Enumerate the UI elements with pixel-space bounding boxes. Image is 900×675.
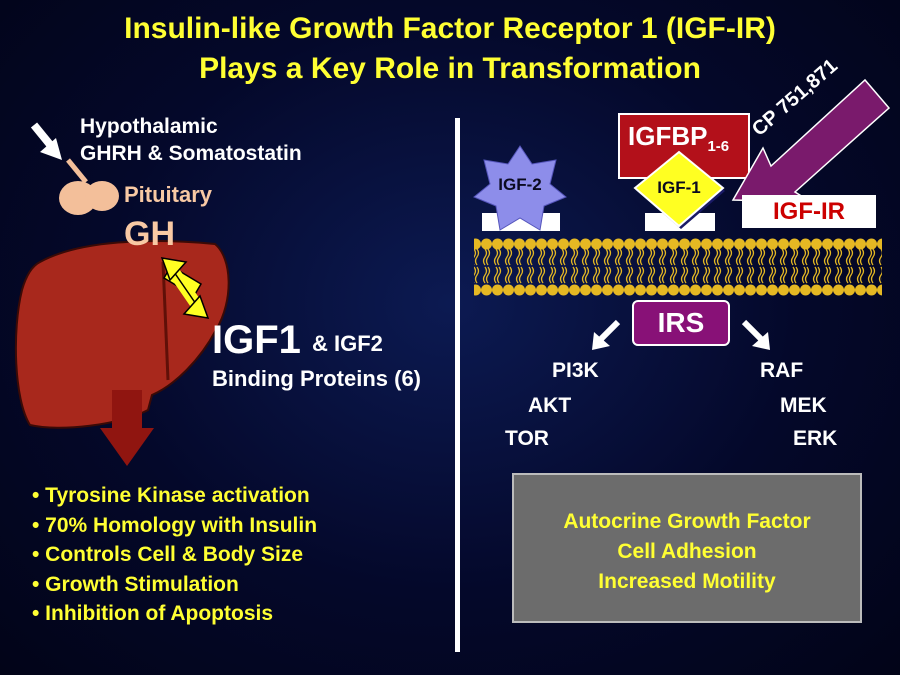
hypothalamic-line-2: GHRH & Somatostatin <box>80 142 302 165</box>
igf1-diamond-icon <box>633 150 725 229</box>
liver-shape <box>14 240 230 429</box>
feature-item: • Tyrosine Kinase activation <box>32 484 310 507</box>
igf2-label: IGF-2 <box>498 175 542 194</box>
effect-item: Cell Adhesion <box>617 540 757 563</box>
igfir-label: IGF-IR <box>742 195 876 228</box>
divider <box>455 118 460 652</box>
double-arrow-icon <box>160 257 210 319</box>
binding-proteins-label: Binding Proteins (6) <box>212 366 421 391</box>
pathway-tor: TOR <box>505 427 549 450</box>
irs-box: IRS <box>632 300 730 346</box>
effects-box: Autocrine Growth Factor Cell Adhesion In… <box>512 473 862 623</box>
liver-illustration <box>14 122 230 466</box>
pituitary-stalk <box>66 158 88 184</box>
cell-membrane <box>474 228 882 308</box>
pathway-akt: AKT <box>528 394 572 417</box>
title-line-1: Insulin-like Growth Factor Receptor 1 (I… <box>124 12 776 45</box>
title-line-2: Plays a Key Role in Transformation <box>199 52 701 85</box>
igf1-label: IGF1 <box>212 318 301 362</box>
effect-item: Increased Motility <box>598 570 776 593</box>
feature-list: • Tyrosine Kinase activation • 70% Homol… <box>32 481 317 629</box>
arrow-down-left-icon <box>592 319 621 350</box>
igfbp-subscript: 1-6 <box>707 138 730 155</box>
hypothalamic-line-1: Hypothalamic <box>80 115 218 138</box>
hypothalamic-label: Hypothalamic GHRH & Somatostatin <box>80 113 302 167</box>
igfbp-label: IGFBP <box>628 121 708 151</box>
igf1-label: IGF-1 <box>657 178 701 197</box>
pituitary-label: Pituitary <box>124 182 213 207</box>
down-arrow-icon <box>100 390 154 466</box>
hypothalamic-arrow-icon <box>30 122 62 160</box>
igf2-label: & IGF2 <box>312 331 383 356</box>
pathway-pi3k: PI3K <box>552 359 599 382</box>
pathway-raf: RAF <box>760 359 804 382</box>
pathway-mek: MEK <box>780 394 827 417</box>
pituitary-gland-icon <box>59 181 119 215</box>
feature-item: • Controls Cell & Body Size <box>32 543 304 566</box>
effect-item: Autocrine Growth Factor <box>563 510 811 533</box>
feature-item: • 70% Homology with Insulin <box>32 513 318 537</box>
feature-item: • Growth Stimulation <box>32 572 239 596</box>
igf2-star-icon <box>473 145 567 231</box>
feature-item: • Inhibition of Apoptosis <box>32 602 274 625</box>
arrow-down-right-icon <box>741 319 770 350</box>
pathway-erk: ERK <box>793 427 838 450</box>
gh-label: GH <box>124 215 175 253</box>
